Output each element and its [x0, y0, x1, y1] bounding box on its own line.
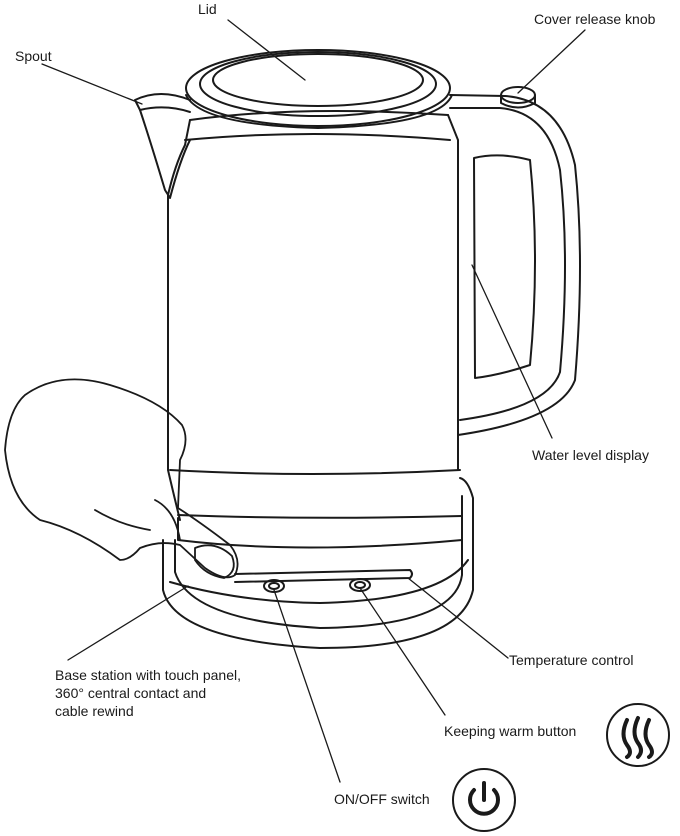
label-temperature-control: Temperature control — [509, 652, 634, 668]
label-base-station: Base station with touch panel, 360° cent… — [55, 666, 295, 720]
label-on-off-switch: ON/OFF switch — [334, 791, 430, 807]
leader-keeping-warm-button — [359, 587, 446, 716]
heat-waves-icon — [606, 703, 670, 767]
label-spout: Spout — [15, 48, 52, 64]
leader-spout — [41, 63, 143, 105]
hand-illustration — [4, 378, 239, 579]
label-keeping-warm-button: Keeping warm button — [444, 723, 577, 739]
label-water-level-display: Water level display — [532, 447, 649, 463]
leader-base-station — [67, 585, 189, 661]
leader-lines — [41, 19, 586, 783]
cover-release-knob[interactable] — [500, 86, 536, 104]
label-cover-release-knob: Cover release knob — [534, 11, 656, 27]
handle — [449, 94, 581, 436]
leader-temperature-control — [407, 577, 509, 659]
on-off-touch-button[interactable] — [263, 579, 285, 593]
lid — [185, 49, 453, 129]
leader-on-off-switch — [273, 589, 341, 783]
label-lid: Lid — [198, 1, 217, 17]
label-base-station-line-2: 360° central contact and — [55, 685, 207, 701]
power-icon — [452, 768, 516, 832]
kettle-body — [167, 110, 463, 549]
label-base-station-line-3: cable rewind — [55, 703, 134, 719]
leader-water-level-display — [471, 264, 553, 439]
base-station — [162, 477, 474, 649]
leader-cover-release-knob — [517, 29, 586, 94]
keep-warm-touch-button[interactable] — [349, 578, 371, 592]
keep-warm-touch-button-inner — [354, 581, 366, 589]
spout-rim — [139, 106, 191, 113]
label-base-station-line-1: Base station with touch panel, — [55, 667, 242, 683]
on-off-touch-button-inner — [268, 582, 280, 590]
spout — [134, 93, 191, 199]
leader-lid — [227, 19, 306, 81]
